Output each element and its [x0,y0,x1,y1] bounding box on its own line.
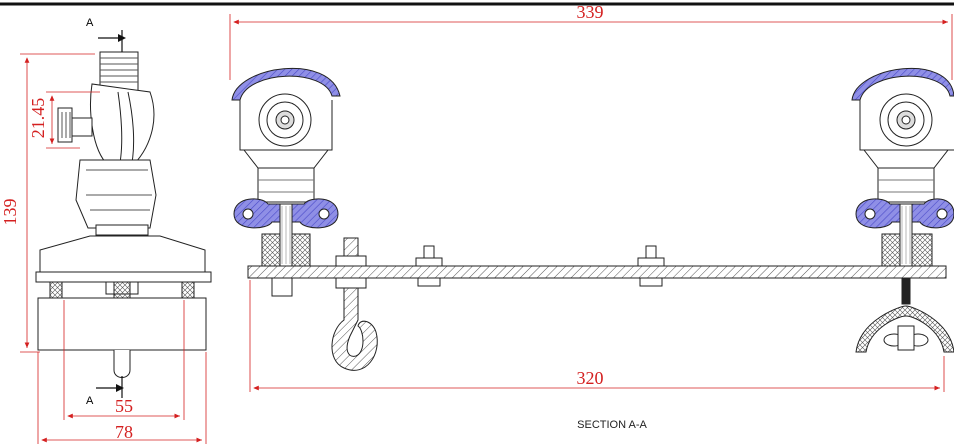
section-mark-top: A [86,17,126,52]
dim-base-inner-label: 55 [115,396,133,416]
section-mark-bottom-label: A [86,395,94,407]
right-trolley [851,67,954,353]
section-mark-bottom: A [86,376,124,407]
dim-base-inner [63,300,185,420]
side-view [35,51,212,378]
dim-base-outer [37,352,207,444]
dim-overall-width [229,14,953,80]
dim-side-height [20,53,95,353]
section-title: SECTION A-A [577,419,647,431]
dim-rail-length-label: 320 [577,368,604,388]
rail-bar [247,265,947,279]
dim-overall-width-label: 339 [577,2,604,22]
rail-bolt-2 [637,245,665,287]
dim-side-offset [46,91,100,149]
hook [331,237,378,371]
dim-rail-length [249,280,945,392]
section-mark-top-label: A [86,17,94,29]
rail-bolt-1 [415,245,443,287]
dim-side-offset-label: 21.45 [28,98,48,139]
dim-side-height-label: 139 [0,199,20,226]
left-trolley [231,67,341,297]
dim-base-outer-label: 78 [115,422,133,442]
